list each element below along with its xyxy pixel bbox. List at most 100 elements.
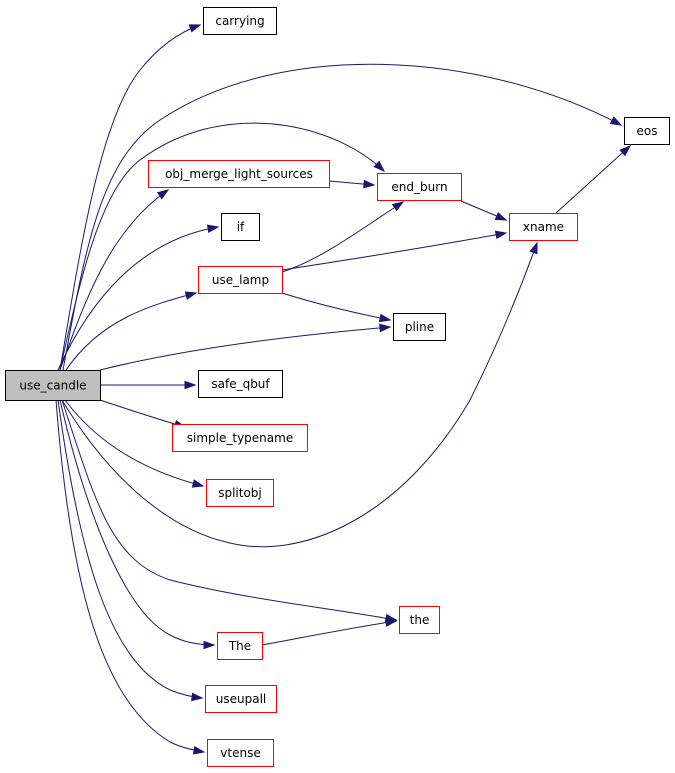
node-if: if: [221, 213, 260, 241]
node-eos: eos: [624, 117, 670, 145]
edge-use_candle-to-use_lamp: [65, 291, 198, 371]
edge-line: [99, 326, 391, 371]
node-label: the: [410, 613, 430, 627]
node-safe-qbuf: safe_qbuf: [198, 370, 283, 398]
node-simple-typename[interactable]: simple_typename: [172, 424, 308, 452]
edge-line: [65, 292, 197, 371]
nodes-layer: use_candle carrying eos obj_merge_light_sou…: [5, 7, 670, 767]
edge-use_lamp-to-pline: [281, 292, 392, 323]
edge-use_candle-to-end_burn: [59, 122, 386, 371]
edge-use_candle-to-safe_qbuf: [100, 380, 197, 390]
edge-use_candle-to-The: [59, 399, 216, 650]
edge-line: [57, 399, 203, 699]
node-label: use_lamp: [212, 273, 269, 287]
arrowhead-icon: [203, 640, 216, 650]
edge-line: [59, 399, 215, 646]
edge-use_candle-to-eos: [62, 63, 623, 371]
edge-line: [59, 122, 385, 371]
node-box: [393, 313, 446, 341]
node-box: [399, 606, 440, 634]
node-label: vtense: [220, 746, 260, 760]
node-box: [624, 117, 670, 145]
edge-use_candle-to-obj_merge_light_sources: [59, 189, 170, 371]
node-vtense[interactable]: vtense: [207, 739, 274, 767]
edge-The-to-the: [261, 618, 398, 646]
node-box: [198, 370, 283, 398]
edge-line: [64, 399, 204, 487]
node-label: if: [237, 220, 245, 234]
node-label: use_candle: [19, 379, 86, 393]
arrowhead-icon: [373, 160, 386, 173]
node-label: The: [228, 639, 251, 653]
node-label: carrying: [215, 14, 264, 28]
node-box: [377, 173, 462, 201]
node-box: [5, 370, 101, 401]
arrowhead-icon: [391, 201, 405, 212]
edge-line: [62, 63, 622, 371]
arrowhead-icon: [609, 116, 623, 126]
edge-line: [57, 226, 219, 371]
edge-line: [281, 201, 404, 273]
arrowhead-icon: [191, 692, 204, 702]
node-the[interactable]: The: [217, 632, 263, 660]
edge-use_candle-to-vtense: [55, 399, 206, 755]
arrowhead-icon: [184, 380, 197, 390]
edge-use_lamp-to-end_burn: [281, 201, 405, 273]
edge-line: [59, 189, 169, 371]
arrowhead-icon: [191, 479, 205, 488]
edge-use_candle-to-carrying: [59, 24, 202, 371]
arrowhead-icon: [378, 313, 392, 323]
edge-use_candle-to-splitobj: [64, 399, 205, 488]
node-label: useupall: [216, 692, 266, 706]
edge-obj_merge_light_sources-to-end_burn: [328, 179, 376, 189]
edge-line: [59, 24, 201, 371]
edge-use_candle-to-pline: [99, 323, 392, 371]
edge-line: [61, 242, 538, 548]
node-box: [203, 7, 277, 35]
edge-line: [55, 399, 205, 753]
node-obj-merge-light-sources[interactable]: obj_merge_light_sources: [148, 160, 330, 188]
node-box: [217, 632, 263, 660]
node-use-lamp[interactable]: use_lamp: [198, 266, 283, 294]
node-end-burn[interactable]: end_burn: [377, 173, 462, 201]
edge-line: [99, 399, 186, 428]
arrowhead-icon: [494, 230, 508, 240]
edge-use_candle-to-useupall: [57, 399, 204, 702]
node-use-candle[interactable]: use_candle: [5, 370, 101, 401]
node-label: end_burn: [391, 180, 447, 194]
edge-line: [261, 620, 397, 646]
arrowhead-icon: [529, 241, 538, 255]
node-box: [207, 739, 274, 767]
node-splitobj[interactable]: splitobj: [206, 479, 274, 507]
arrowhead-icon: [156, 189, 170, 200]
arrowhead-icon: [379, 323, 392, 333]
node-box: [148, 160, 330, 188]
arrowhead-icon: [384, 618, 398, 627]
node-label: safe_qbuf: [211, 377, 270, 391]
node-label: pline: [405, 320, 434, 334]
edge-use_candle-to-xname: [61, 241, 538, 548]
arrowhead-icon: [363, 179, 376, 189]
node-label: eos: [637, 124, 658, 138]
edge-line: [281, 292, 391, 321]
node-label: splitobj: [218, 486, 262, 500]
arrowhead-icon: [188, 24, 202, 33]
arrowhead-icon: [619, 145, 632, 157]
edge-line: [61, 399, 397, 621]
node-box: [205, 685, 277, 713]
arrowhead-icon: [184, 291, 198, 300]
node-the[interactable]: the: [399, 606, 440, 634]
node-label: xname: [523, 220, 564, 234]
edges-layer: [55, 24, 632, 755]
node-label: simple_typename: [187, 431, 293, 445]
node-useupall[interactable]: useupall: [205, 685, 277, 713]
edge-xname-to-eos: [555, 145, 632, 214]
edge-use_candle-to-simple_typename: [99, 399, 187, 429]
edge-end_burn-to-xname: [460, 200, 508, 221]
node-label: obj_merge_light_sources: [165, 167, 313, 181]
edge-line: [555, 145, 631, 214]
edge-use_candle-to-if: [57, 224, 220, 371]
node-box: [172, 424, 308, 452]
node-xname[interactable]: xname: [509, 213, 578, 241]
